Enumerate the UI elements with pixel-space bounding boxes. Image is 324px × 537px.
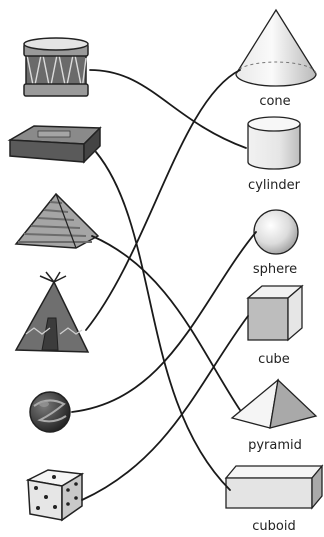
cylinder-shape: [247, 116, 301, 170]
label-sphere: sphere: [253, 262, 297, 277]
label-pyramid: pyramid: [248, 438, 302, 453]
pyramid-stack-picture: [14, 192, 100, 249]
match-line-drum-cylinder: [89, 69, 247, 149]
label-cube: cube: [258, 352, 290, 367]
pyramid-shape: [230, 378, 318, 429]
cuboid-shape: [224, 464, 324, 510]
match-line-pyramid-pyramid: [91, 235, 241, 411]
drum-picture: [23, 37, 89, 97]
label-cuboid: cuboid: [252, 519, 295, 534]
ball-picture: [29, 391, 71, 433]
label-cylinder: cylinder: [248, 178, 301, 193]
cube-shape: [246, 284, 304, 342]
match-line-dice-cube: [81, 315, 249, 501]
match-line-tipi-cone: [85, 69, 241, 331]
label-cone: cone: [259, 94, 290, 109]
cone-shape: [235, 8, 317, 87]
sphere-shape: [253, 209, 299, 255]
tin-box-picture: [7, 125, 102, 164]
match-line-ball-sphere: [71, 231, 257, 413]
dice-picture: [25, 469, 85, 522]
matching-lines: [71, 69, 257, 501]
match-line-tinbox-cuboid: [95, 151, 231, 491]
tipi-picture: [14, 271, 90, 353]
